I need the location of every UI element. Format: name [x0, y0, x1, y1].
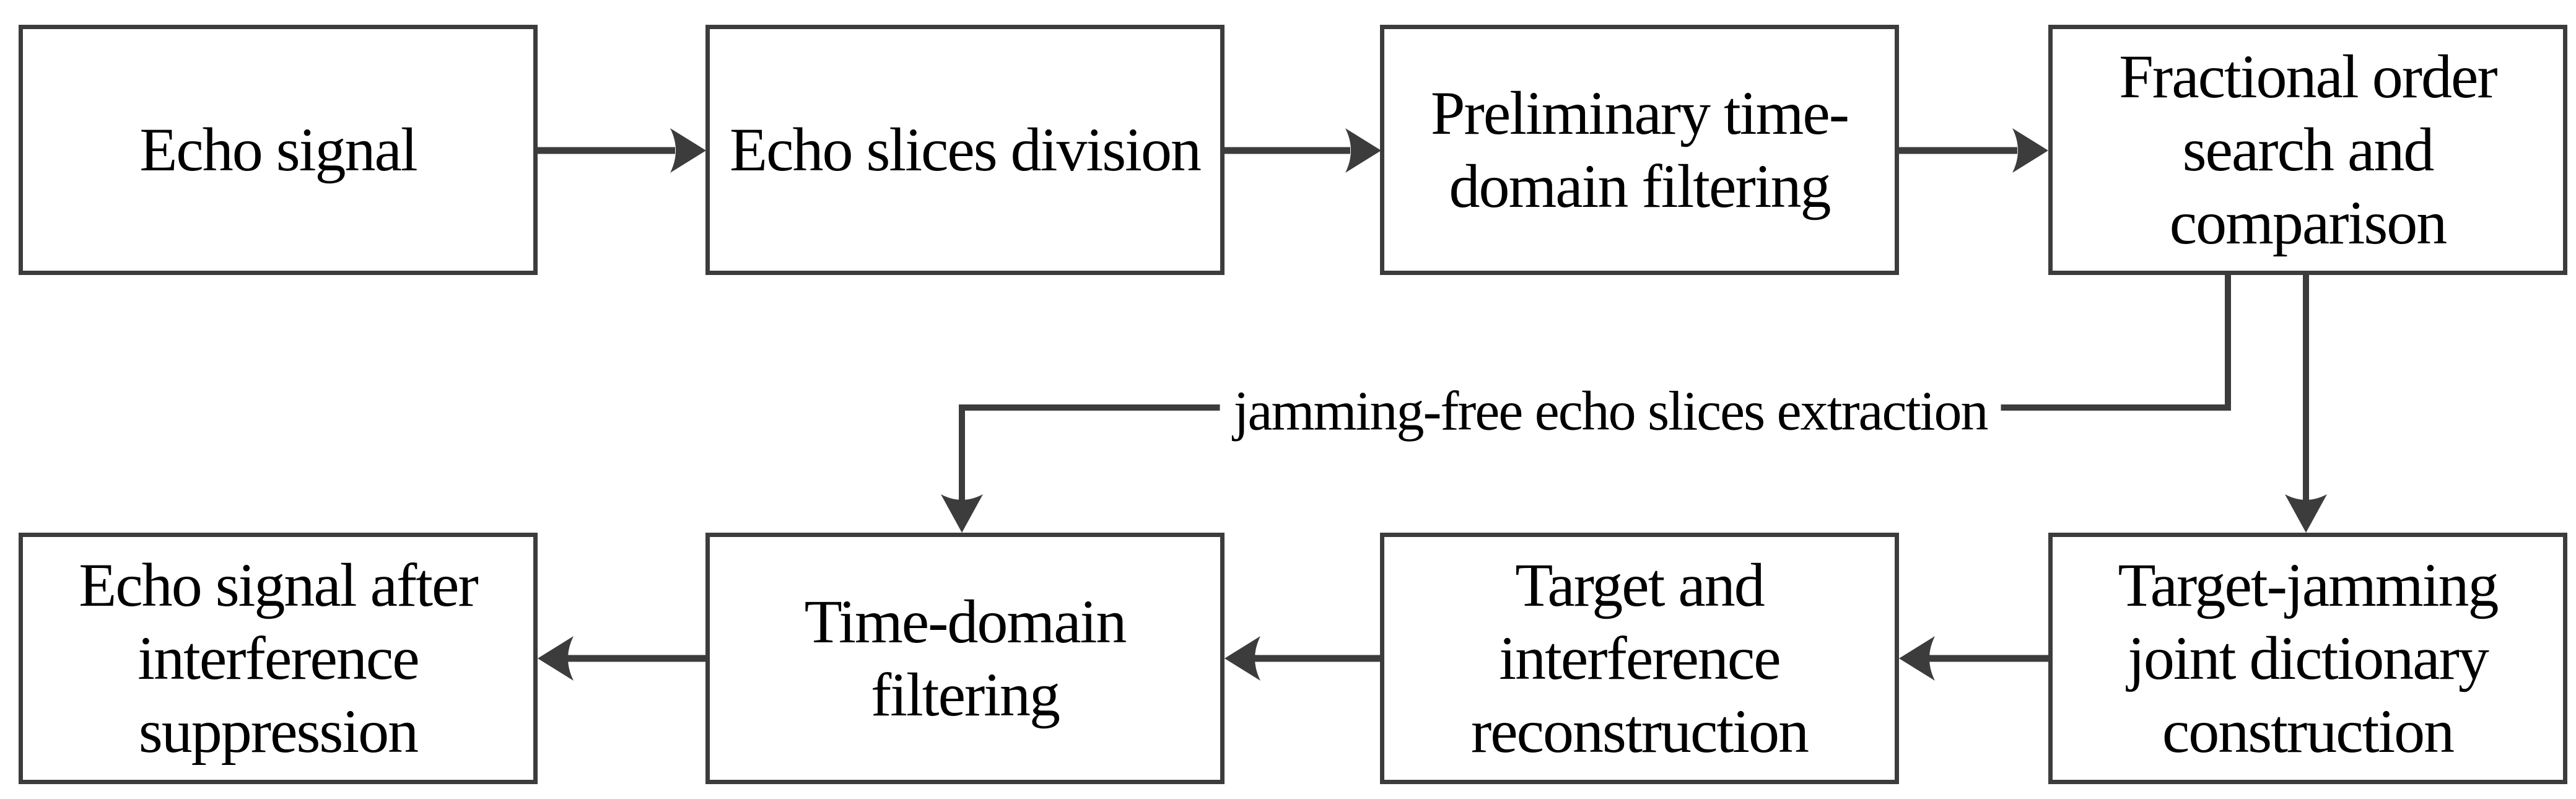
node-preliminary-time-domain-filtering: Preliminary time- domain filtering	[1380, 25, 1899, 275]
node-target-jamming-joint-dictionary-construction: Target-jamming joint dictionary construc…	[2048, 533, 2567, 784]
arrow-head-icon	[1345, 128, 1381, 173]
node-label: Echo signal	[139, 115, 417, 184]
node-echo-signal: Echo signal	[19, 25, 538, 275]
arrow-time-domain-filtering-to-echo-after-suppression	[538, 636, 705, 681]
node-label: Preliminary time- domain filtering	[1430, 79, 1849, 220]
arrow-preliminary-filtering-to-fractional-order	[1899, 128, 2048, 173]
node-label: Fractional order search and comparison	[2119, 42, 2497, 257]
node-echo-signal-after-interference-suppression: Echo signal after interference suppressi…	[19, 533, 538, 784]
arrow-head-icon	[2285, 494, 2327, 533]
node-fractional-order-search-and-comparison: Fractional order search and comparison	[2048, 25, 2567, 275]
arrow-dictionary-construction-to-reconstruction	[1899, 636, 2048, 681]
node-time-domain-filtering: Time-domain filtering	[705, 533, 1225, 784]
arrow-echo-signal-to-echo-slices-division	[538, 128, 706, 173]
arrow-fractional-order-to-dictionary-construction	[2285, 275, 2327, 533]
arrow-head-icon	[670, 128, 706, 173]
node-label: Echo slices division	[730, 115, 1202, 184]
node-label: Echo signal after interference suppressi…	[79, 551, 478, 766]
node-echo-slices-division: Echo slices division	[705, 25, 1225, 275]
node-label: Time-domain filtering	[804, 587, 1127, 729]
arrow-head-icon	[2012, 128, 2048, 173]
arrow-echo-slices-division-to-preliminary-filtering	[1225, 128, 1381, 173]
connector-label-jamming-free-echo-slices-extraction: jamming-free echo slices extraction	[1220, 379, 2001, 443]
arrow-head-icon	[1899, 636, 1935, 681]
node-target-and-interference-reconstruction: Target and interference reconstruction	[1380, 533, 1899, 784]
arrow-reconstruction-to-time-domain-filtering	[1225, 636, 1380, 681]
arrow-head-icon	[538, 636, 574, 681]
arrow-head-icon	[1225, 636, 1260, 681]
node-label: Target and interference reconstruction	[1470, 551, 1809, 766]
arrow-head-icon	[941, 494, 983, 533]
node-label: Target-jamming joint dictionary construc…	[2118, 551, 2499, 766]
